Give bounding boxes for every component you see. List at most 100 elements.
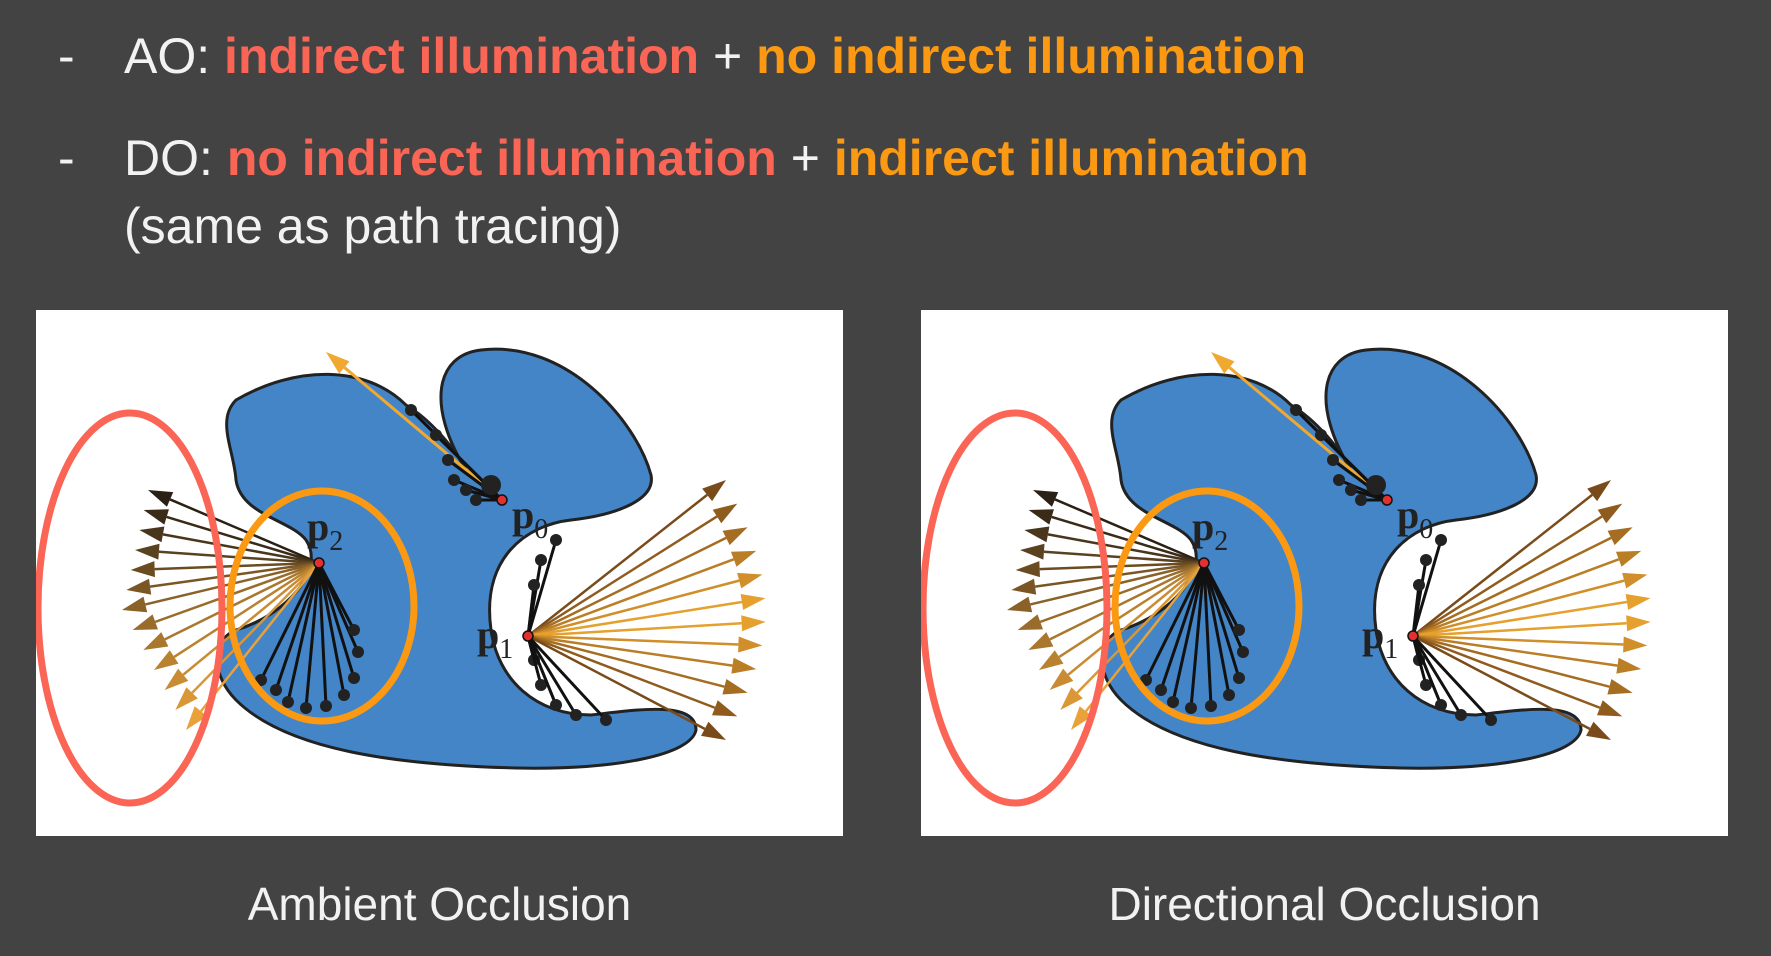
do-plus: + [790,130,820,186]
ray-arrowhead [1211,352,1235,374]
hit-point [1327,454,1339,466]
ray-line [527,634,739,646]
hit-point [481,475,501,495]
ray-line [199,562,320,713]
label-p0-sub: 0 [1419,514,1433,545]
ray-line [527,600,743,638]
hit-point [1167,696,1179,708]
hit-point [300,702,312,714]
ray-arrowhead [164,668,189,690]
ray-arrowhead [712,503,738,524]
hit-point [352,646,364,658]
hit-point [535,679,547,691]
hit-point [1185,702,1197,714]
ray-arrowhead [1623,636,1648,653]
hit-point [570,709,582,721]
ray-line [1039,561,1205,624]
ray-arrowhead [1596,700,1623,717]
ray-arrowhead [737,572,763,589]
occluded-ray [274,562,321,691]
ray-arrowhead [1028,632,1054,650]
ray-arrowhead [730,550,757,567]
occluded-ray [1171,562,1206,703]
occluded-ray [1144,562,1206,681]
hit-point [1155,684,1167,696]
occluded-ray [259,562,321,681]
ray-arrowhead [139,526,165,543]
bullet-dash: - [58,28,75,84]
ray-arrowhead [1626,615,1651,632]
ray-line [527,634,706,730]
hit-point [1420,679,1432,691]
occluded-ray [1189,562,1206,709]
orange-highlight-ellipse [1111,487,1303,725]
ray-line [527,579,740,638]
ray-line [1412,634,1591,730]
hit-point [550,534,562,546]
ray-line [154,561,320,624]
hit-point [1315,429,1327,441]
sample-point [496,494,508,506]
label-p0-sub: 0 [534,514,548,545]
occluded-ray [526,635,558,706]
hit-point [448,474,460,486]
ray-line [1412,536,1612,638]
sample-point [1407,630,1419,642]
ray-line [1412,634,1610,688]
occluded-ray [286,562,321,703]
ray-arrowhead [1586,721,1611,740]
label-p2-sub: 2 [1214,526,1228,557]
p0-rays [1211,352,1388,502]
label-p1: p1 [477,612,513,665]
ray-arrowhead [148,490,174,507]
ray-arrowhead [711,700,738,717]
ray-arrowhead [740,594,766,610]
hit-point [1333,474,1345,486]
ray-arrowhead [122,596,148,613]
ray-arrowhead [1625,594,1651,610]
occluded-ray [1411,634,1493,722]
ray-line [343,366,503,502]
ray-line [1412,634,1618,667]
ray-arrowhead [1049,668,1074,690]
label-p2-sub: 2 [329,526,343,557]
ray-line [1412,515,1603,638]
occluded-ray [317,562,328,707]
ray-line [1054,498,1205,565]
hit-point [348,672,360,684]
ray-arrowhead [154,650,179,670]
hit-point [1290,404,1302,416]
occluded-ray [317,562,346,696]
hit-point [405,404,417,416]
ray-line [1076,562,1205,694]
do-label: DO: [124,130,213,186]
occluded-ray [1411,539,1443,637]
red-highlight-ellipse [921,409,1111,807]
ao-plus: + [712,28,743,84]
ray-arrowhead [1607,527,1633,546]
caption-ambient-occlusion: Ambient Occlusion [247,878,632,930]
occluded-ray [526,635,578,716]
ray-arrowhead [1020,543,1045,560]
hit-point [430,429,442,441]
ray-arrowhead [326,352,350,374]
hit-point [470,494,482,506]
ray-arrowhead [1028,509,1054,525]
occluded-ray [304,562,321,709]
ray-line [182,562,320,676]
occluded-ray [317,562,356,679]
ray-arrowhead [1071,706,1093,730]
ray-arrowhead [1622,572,1648,589]
ray-arrowhead [1011,578,1037,595]
hit-point [320,700,332,712]
occluded-ray [1159,562,1206,691]
occluded-ray [465,488,503,502]
hit-point [1413,579,1425,591]
ray-line [1412,558,1620,638]
hit-point [528,579,540,591]
ray-arrowhead [143,509,169,525]
do-note: (same as path tracing) [124,198,622,254]
ray-arrowhead [130,561,155,578]
